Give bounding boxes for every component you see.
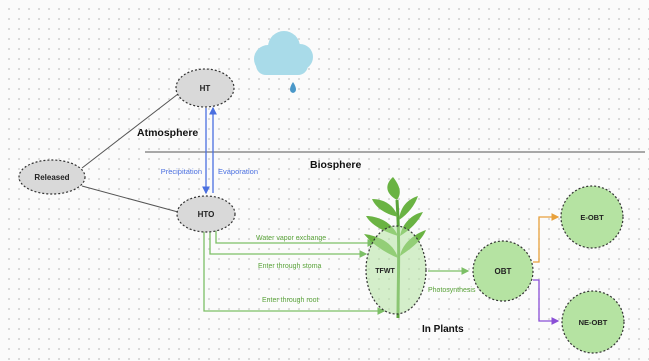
ht-label: HT	[200, 84, 211, 93]
photosynthesis-label: Photosynthesis	[428, 287, 476, 294]
hto-node	[176, 195, 236, 233]
hto-label: HTO	[198, 210, 215, 219]
released-label: Released	[34, 173, 69, 182]
edge-enter-through-root	[203, 229, 386, 315]
edge-obt-ne-obt	[533, 279, 560, 325]
tfwt-node	[365, 225, 427, 315]
evaporation-label: Evaporation	[218, 167, 258, 176]
e-obt-label: E-OBT	[580, 213, 604, 222]
enter-through-root-label: Enter through root	[262, 297, 318, 304]
ne-obt-node	[561, 290, 625, 354]
precipitation-label: Precipitation	[161, 167, 202, 176]
e-obt-node	[560, 185, 624, 249]
released-node	[18, 159, 86, 195]
tfwt-label: TFWT	[375, 268, 395, 275]
edge-water-vapor-exchange	[215, 228, 376, 247]
edge-obt-e-obt	[533, 213, 560, 263]
enter-through-stoma-label: Enter through stoma	[258, 263, 322, 270]
ne-obt-label: NE-OBT	[579, 318, 608, 327]
atmosphere-label: Atmosphere	[137, 127, 198, 139]
raindrop-icon	[290, 82, 296, 93]
cloud-icon	[254, 31, 313, 75]
biosphere-label: Biosphere	[310, 159, 362, 171]
edge-released-ht	[81, 93, 179, 169]
edge-released-hto	[81, 185, 179, 213]
water-vapor-exchange-label: Water vapor exchange	[256, 235, 326, 242]
ht-node	[175, 68, 235, 108]
obt-node	[472, 240, 534, 302]
edge-enter-through-stoma	[209, 229, 368, 258]
obt-label: OBT	[495, 267, 512, 276]
in-plants-label: In Plants	[422, 324, 464, 335]
